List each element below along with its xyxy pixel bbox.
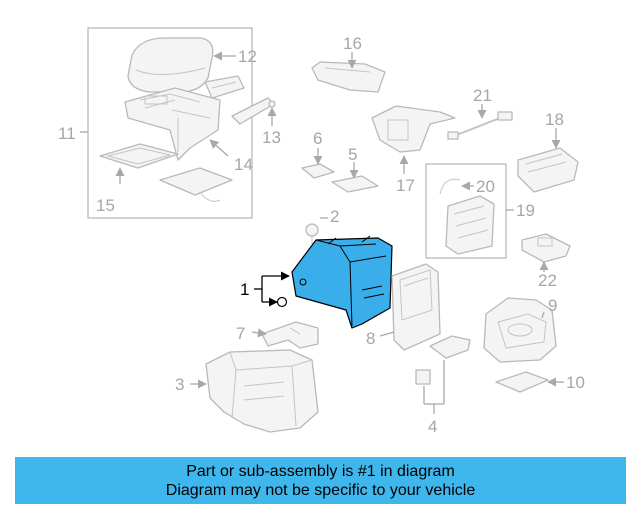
callout-5: 5 — [348, 145, 357, 164]
callout-1: 1 — [240, 280, 249, 299]
part-17-bracket[interactable]: 17 — [371, 105, 456, 195]
part-1-shape — [291, 237, 393, 329]
part-7-bracket[interactable]: 7 — [236, 321, 319, 349]
callout-22: 22 — [538, 271, 557, 290]
part-6-pad[interactable]: 6 — [301, 129, 335, 179]
callout-7: 7 — [236, 324, 245, 343]
part-4-clips[interactable]: 4 — [415, 335, 471, 436]
callout-6: 6 — [313, 129, 322, 148]
part-9-cupholder[interactable]: 9 — [483, 296, 557, 363]
banner-line-disclaimer: Diagram may not be specific to your vehi… — [165, 481, 476, 499]
info-banner: Part or sub-assembly is #1 in diagram Di… — [15, 457, 626, 504]
callout-10: 10 — [566, 373, 585, 392]
callout-19: 19 — [516, 201, 535, 220]
callout-3: 3 — [175, 375, 184, 394]
part-2-screw[interactable]: 2 — [305, 207, 339, 244]
part-14-lid-base[interactable]: 14 — [124, 87, 253, 174]
part-3-console-body[interactable]: 3 — [175, 349, 319, 433]
callout-1-group: 1 — [240, 271, 290, 308]
part-10-mat[interactable]: 10 — [495, 371, 585, 393]
callout-18: 18 — [545, 110, 564, 129]
callout-4: 4 — [428, 417, 437, 436]
part-16-top-trim[interactable]: 16 — [311, 34, 386, 93]
callout-9: 9 — [548, 296, 557, 315]
callout-16: 16 — [343, 34, 362, 53]
callout-20: 20 — [476, 177, 495, 196]
part-18-module[interactable]: 18 — [517, 110, 579, 193]
callout-8: 8 — [366, 329, 375, 348]
callout-17: 17 — [396, 176, 415, 195]
callout-15: 15 — [96, 196, 115, 215]
part-12-armrest-lid[interactable]: 12 — [127, 37, 257, 93]
callout-11: 11 — [58, 124, 76, 143]
part-5-pad[interactable]: 5 — [331, 145, 379, 193]
part-1-console-box[interactable] — [291, 235, 393, 329]
part-20-switch[interactable]: 20 — [439, 177, 495, 255]
part-8-rear-panel[interactable]: 8 — [366, 263, 441, 351]
part-13-hinge[interactable]: 13 — [231, 97, 281, 147]
callout-21: 21 — [473, 86, 492, 105]
callout-13: 13 — [262, 128, 281, 147]
banner-line-part: Part or sub-assembly is #1 in diagram — [186, 462, 455, 480]
group-11-box: 11 — [58, 27, 253, 219]
group-19-box: 19 — [425, 163, 535, 259]
callout-14: 14 — [234, 155, 253, 174]
parts-diagram: 11 12 13 14 15 16 — [58, 27, 585, 436]
callout-12: 12 — [238, 47, 257, 66]
part-bracket-latch — [204, 75, 245, 99]
part-22-latch[interactable]: 22 — [521, 233, 571, 290]
callout-2: 2 — [330, 207, 339, 226]
part-21-cable[interactable]: 21 — [447, 86, 513, 140]
part-15-tray[interactable]: 15 — [96, 143, 233, 215]
